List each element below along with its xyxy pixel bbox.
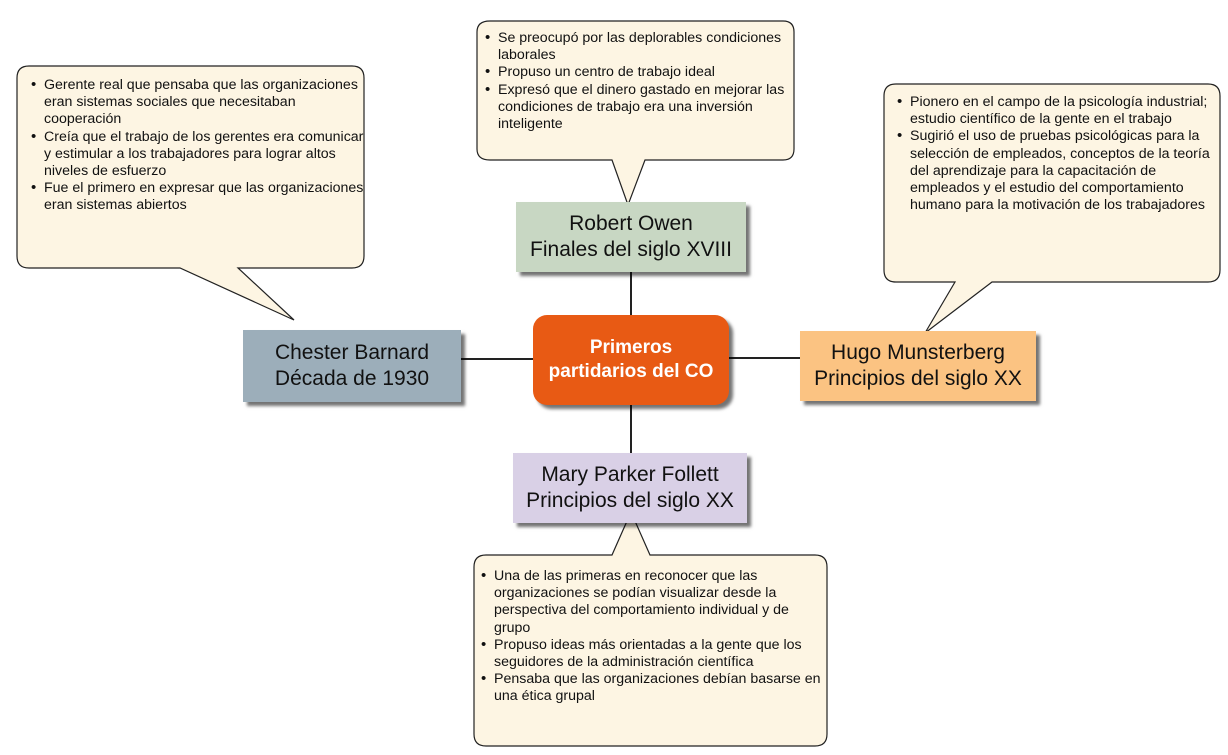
node-period: Principios del siglo XX	[814, 367, 1022, 390]
bullet-item: Una de las primeras en reconocer que las…	[481, 567, 825, 637]
node-mary-parker-follett: Mary Parker Follett Principios del siglo…	[513, 453, 747, 523]
node-name: Chester Barnard	[274, 341, 430, 364]
bullet-text: Sugirió el uso de pruebas psicológicas p…	[910, 128, 1210, 214]
bullet-item: Creía que el trabajo de los gerentes era…	[31, 128, 370, 181]
node-name: Hugo Munsterberg	[831, 341, 1005, 364]
bullet-list: Se preocupó por las deplorables condicio…	[484, 29, 794, 134]
bullet-text: Creía que el trabajo de los gerentes era…	[44, 128, 364, 180]
bullet-text: Fue el primero en expresar que las organ…	[44, 180, 364, 214]
center-node: Primeros partidarios del CO	[533, 315, 729, 405]
callout-mary-parker-follett: Una de las primeras en reconocer que las…	[480, 567, 825, 706]
bullet-item: Expresó que el dinero gastado en mejorar…	[485, 81, 794, 134]
bullet-item: Propuso ideas más orientadas a la gente …	[481, 636, 825, 671]
bullet-item: Pensaba que las organizaciones debían ba…	[481, 670, 825, 705]
node-hugo-munsterberg: Hugo Munsterberg Principios del siglo XX	[800, 331, 1036, 401]
node-name: Robert Owen	[569, 212, 693, 235]
callout-robert-owen: Se preocupó por las deplorables condicio…	[484, 29, 794, 134]
bullet-item: Sugirió el uso de pruebas psicológicas p…	[897, 127, 1221, 214]
bullet-text: Expresó que el dinero gastado en mejorar…	[498, 81, 785, 133]
center-title-line2: partidarios del CO	[548, 361, 714, 382]
node-name: Mary Parker Follett	[541, 463, 719, 486]
node-chester-barnard: Chester Barnard Década de 1930	[243, 330, 461, 402]
bullet-text: Una de las primeras en reconocer que las…	[494, 568, 789, 636]
node-period: Finales del siglo XVIII	[530, 238, 732, 261]
bullet-text: Propuso un centro de trabajo ideal	[498, 64, 715, 81]
node-period: Década de 1930	[274, 367, 430, 390]
bullet-list: Una de las primeras en reconocer que las…	[480, 567, 825, 706]
callout-chester-barnard: Gerente real que pensaba que las organiz…	[30, 76, 370, 215]
node-period: Principios del siglo XX	[526, 489, 734, 512]
bullet-list: Gerente real que pensaba que las organiz…	[30, 76, 370, 215]
bullet-text: Pensaba que las organizaciones debían ba…	[494, 671, 821, 705]
node-robert-owen: Robert Owen Finales del siglo XVIII	[516, 202, 746, 272]
bullet-list: Pionero en el campo de la psicología ind…	[896, 93, 1221, 214]
bullet-item: Fue el primero en expresar que las organ…	[31, 179, 370, 214]
callout-hugo-munsterberg: Pionero en el campo de la psicología ind…	[896, 93, 1221, 214]
bullet-item: Pionero en el campo de la psicología ind…	[897, 93, 1221, 128]
bullet-item: Gerente real que pensaba que las organiz…	[31, 76, 370, 129]
center-title-line1: Primeros	[589, 337, 673, 358]
bullet-text: Se preocupó por las deplorables condicio…	[498, 30, 782, 64]
bullet-item: Propuso un centro de trabajo ideal	[485, 63, 794, 81]
bullet-text: Gerente real que pensaba que las organiz…	[44, 77, 358, 128]
bullet-item: Se preocupó por las deplorables condicio…	[485, 29, 794, 64]
bullet-text: Propuso ideas más orientadas a la gente …	[494, 636, 802, 671]
bullet-text: Pionero en el campo de la psicología ind…	[910, 94, 1208, 128]
